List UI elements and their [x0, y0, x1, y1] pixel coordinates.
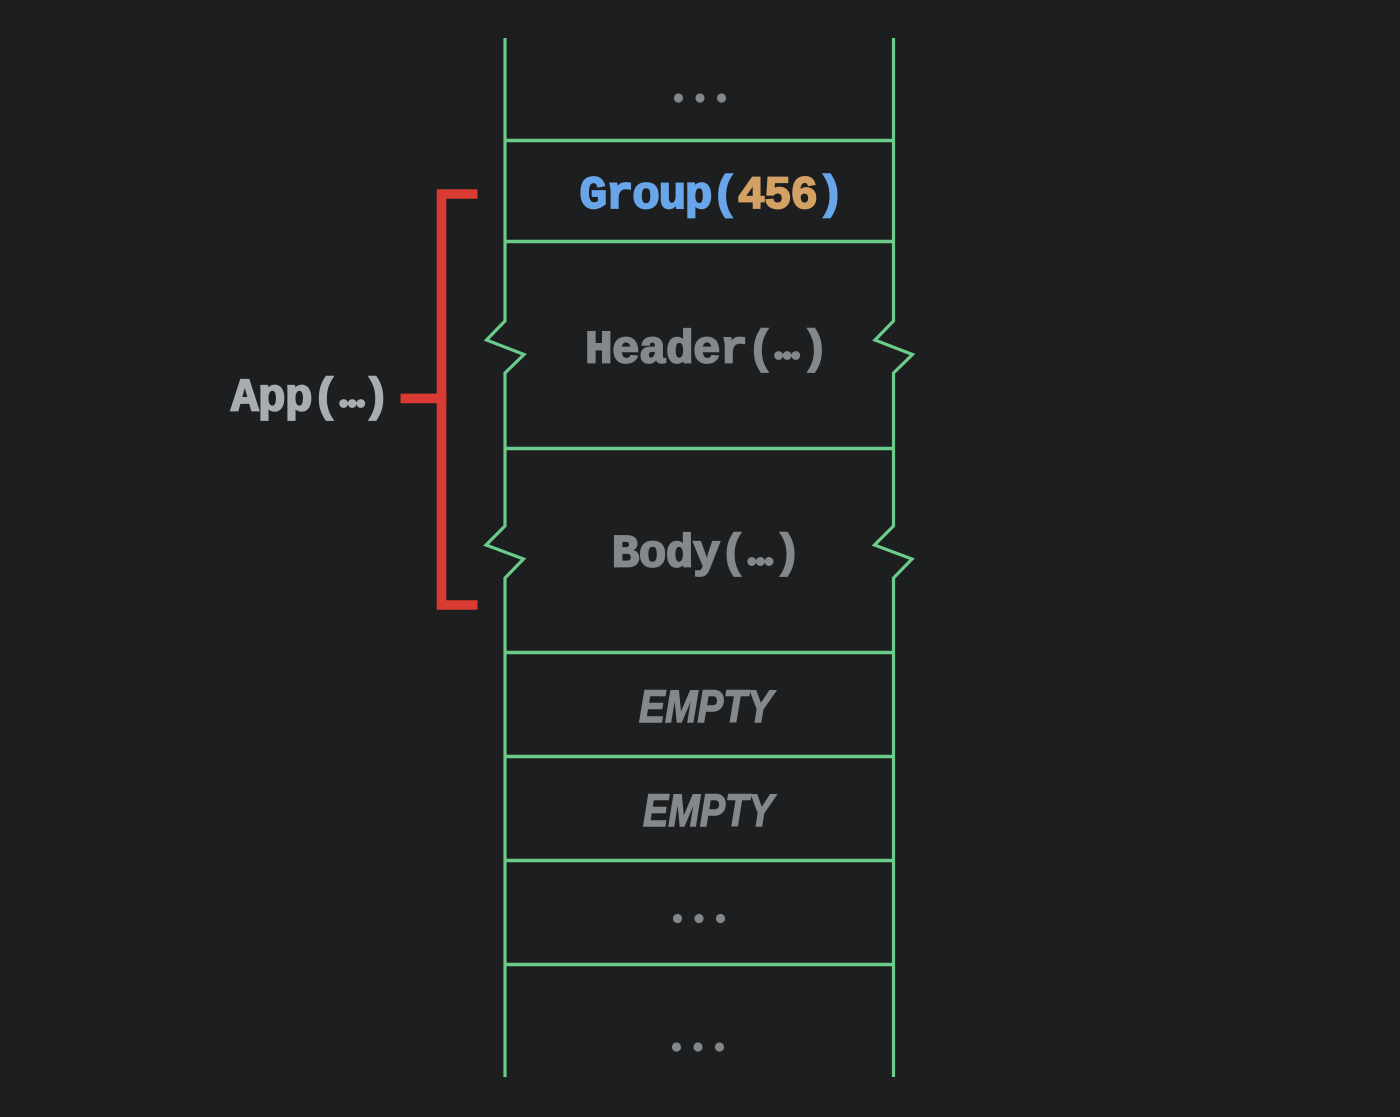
svg-text:App(: App(	[231, 373, 339, 425]
svg-text:): )	[801, 325, 828, 377]
svg-text:Group(456): Group(456)	[580, 170, 844, 222]
svg-text:): )	[363, 373, 390, 425]
svg-text:EMPTY: EMPTY	[639, 681, 776, 732]
svg-text:EMPTY: EMPTY	[643, 785, 777, 836]
svg-text:Body(: Body(	[612, 529, 747, 581]
svg-text:Header(: Header(	[585, 325, 774, 377]
svg-text:): )	[774, 529, 801, 581]
